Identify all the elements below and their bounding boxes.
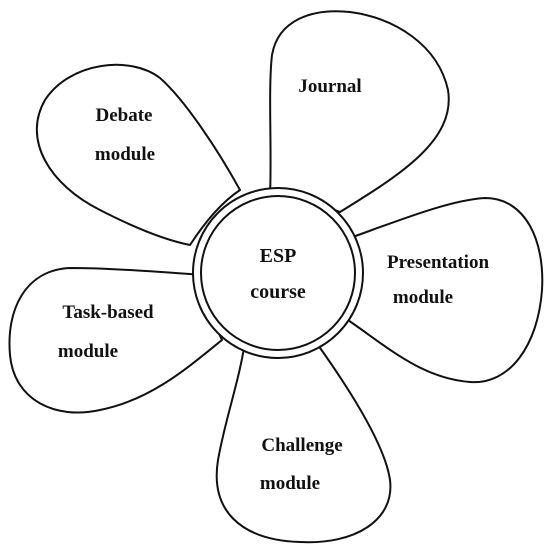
petal-journal-shape [269,10,450,213]
petal-challenge: Challenge module [215,334,392,544]
petal-task-based-shape [8,267,223,414]
petal-journal: Journal [269,10,450,213]
petal-challenge-label-line2: module [260,473,320,494]
petal-task-based-label-line1: Task-based [62,302,154,323]
center-hub: ESP course [192,187,364,359]
petal-task-based: Task-based module [8,267,223,414]
petal-presentation-label-line2: module [393,287,453,308]
petal-challenge-label-line1: Challenge [261,435,342,456]
center-inner-circle [200,195,356,351]
petal-debate-label-line1: Debate [96,105,153,126]
petal-debate: Debate module [35,63,241,246]
center-label-line2: course [250,281,306,303]
petal-presentation: Presentation module [344,197,544,384]
petal-debate-label-line2: module [95,144,155,165]
center-label-line1: ESP [260,245,297,267]
petal-journal-label: Journal [298,76,361,97]
petal-task-based-label-line2: module [58,341,118,362]
petal-debate-shape [35,63,241,246]
petal-presentation-label-line1: Presentation [387,252,489,273]
